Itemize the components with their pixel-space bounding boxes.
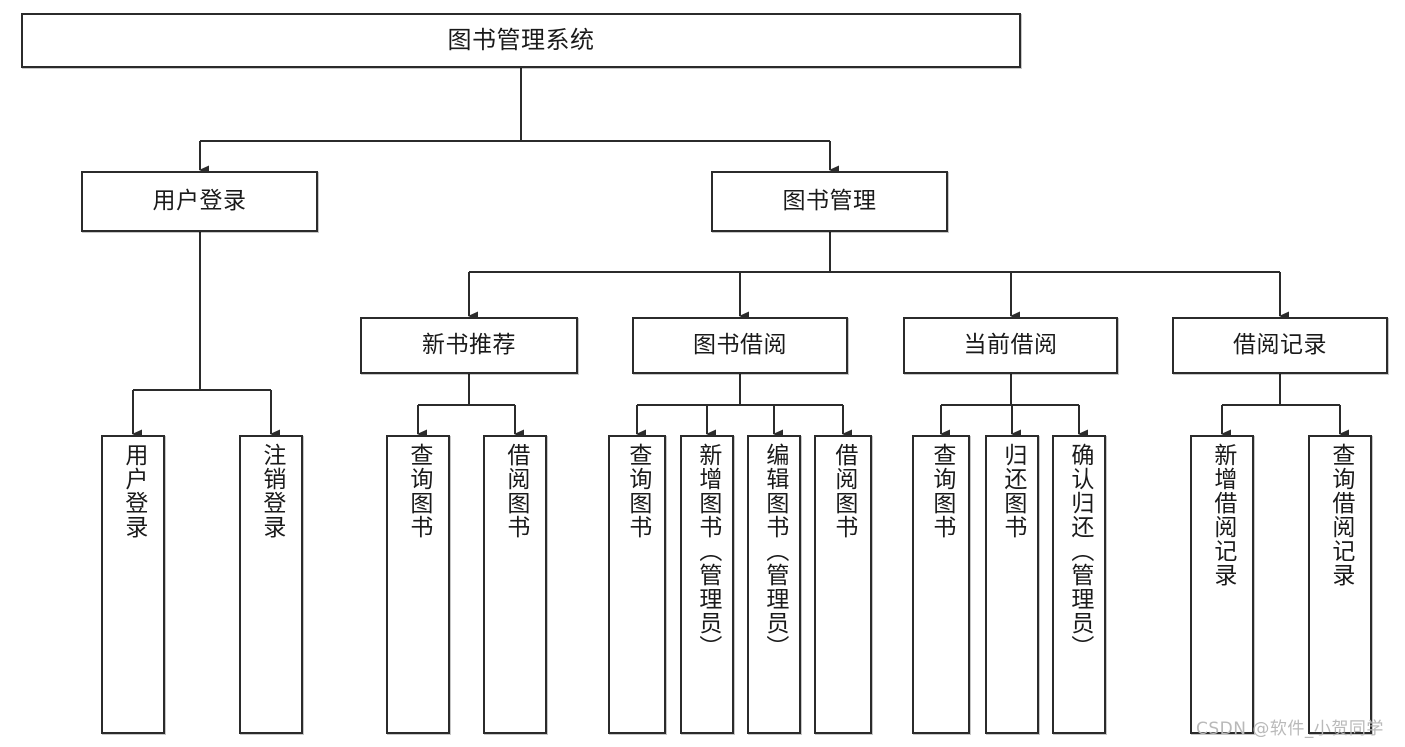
- node-login[interactable]: 用户登录: [81, 171, 318, 232]
- node-label-leaf-login-2: 注销登录: [258, 443, 285, 539]
- node-label-leaf-current-2: 归还图书: [999, 443, 1026, 539]
- node-bookmgmt[interactable]: 图书管理: [711, 171, 948, 232]
- node-label-leaf-borrow-3: 编辑图书（管理员）: [761, 443, 788, 659]
- node-label-leaf-newbook-2: 借阅图书: [502, 443, 529, 539]
- node-leaf-borrow-4[interactable]: 借阅图书: [814, 435, 872, 734]
- node-label-leaf-borrow-2: 新增图书（管理员）: [694, 443, 721, 659]
- node-label-borrow: 图书借阅: [693, 331, 787, 358]
- node-label-current: 当前借阅: [963, 331, 1058, 358]
- node-label-leaf-current-3: 确认归还（管理员）: [1066, 443, 1093, 659]
- node-leaf-borrow-2[interactable]: 新增图书（管理员）: [680, 435, 734, 734]
- node-label-records: 借阅记录: [1233, 331, 1327, 358]
- node-records[interactable]: 借阅记录: [1172, 317, 1388, 374]
- node-leaf-login-2[interactable]: 注销登录: [239, 435, 303, 734]
- node-leaf-borrow-3[interactable]: 编辑图书（管理员）: [747, 435, 801, 734]
- node-leaf-current-1[interactable]: 查询图书: [912, 435, 970, 734]
- node-label-bookmgmt: 图书管理: [782, 187, 877, 214]
- node-leaf-login-1[interactable]: 用户登录: [101, 435, 165, 734]
- watermark-label: CSDN @软件_小贺同学: [1196, 719, 1384, 739]
- node-label-newbook: 新书推荐: [422, 331, 516, 358]
- node-leaf-newbook-1[interactable]: 查询图书: [386, 435, 450, 734]
- node-leaf-borrow-1[interactable]: 查询图书: [608, 435, 666, 734]
- node-newbook[interactable]: 新书推荐: [360, 317, 578, 374]
- node-label-leaf-borrow-4: 借阅图书: [830, 443, 857, 539]
- node-label-leaf-borrow-1: 查询图书: [624, 443, 651, 539]
- node-label-leaf-newbook-1: 查询图书: [405, 443, 432, 539]
- node-label-leaf-records-2: 查询借阅记录: [1327, 443, 1354, 587]
- node-label-root: 图书管理系统: [447, 26, 595, 55]
- node-borrow[interactable]: 图书借阅: [632, 317, 848, 374]
- node-leaf-current-2[interactable]: 归还图书: [985, 435, 1039, 734]
- node-label-leaf-login-1: 用户登录: [120, 443, 147, 539]
- node-leaf-current-3[interactable]: 确认归还（管理员）: [1052, 435, 1106, 734]
- node-leaf-records-2[interactable]: 查询借阅记录: [1308, 435, 1372, 734]
- node-label-leaf-records-1: 新增借阅记录: [1209, 443, 1236, 587]
- node-label-login: 用户登录: [152, 187, 247, 214]
- node-leaf-records-1[interactable]: 新增借阅记录: [1190, 435, 1254, 734]
- node-current[interactable]: 当前借阅: [903, 317, 1118, 374]
- node-root[interactable]: 图书管理系统: [21, 13, 1021, 68]
- node-leaf-newbook-2[interactable]: 借阅图书: [483, 435, 547, 734]
- node-label-leaf-current-1: 查询图书: [928, 443, 955, 539]
- edge-group: [131, 68, 1349, 439]
